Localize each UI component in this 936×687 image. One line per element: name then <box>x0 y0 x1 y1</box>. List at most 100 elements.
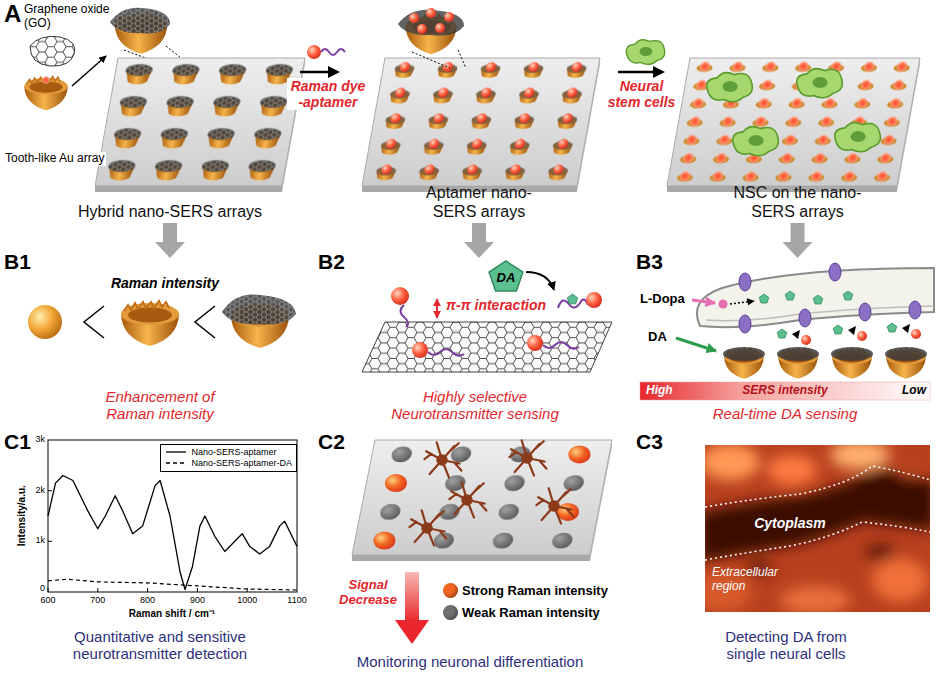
neuron <box>536 488 573 523</box>
panel-letter: B3 <box>636 250 663 274</box>
zoom-aptamer-cup <box>398 8 464 54</box>
axis-tick: 600 <box>40 596 55 606</box>
plate-top <box>95 58 305 186</box>
transporter <box>739 315 751 333</box>
assembly-arrow <box>72 56 106 86</box>
legend-line-sample <box>166 452 186 453</box>
aptamer-strand <box>321 49 345 55</box>
transporter <box>829 263 841 281</box>
inset-label: Graphene oxide (GO) <box>24 3 119 31</box>
graphene-sheet <box>362 322 612 372</box>
edge-label: Raman dye -aptamer <box>287 78 369 110</box>
dye-dot-grid <box>667 58 920 186</box>
panel-letter: C3 <box>636 430 663 454</box>
raman-dye <box>417 24 427 34</box>
raman-dye <box>586 292 602 308</box>
panel-caption: Aptamer nano-SERS arrays <box>408 184 550 221</box>
dopamine <box>833 325 843 334</box>
axis-tick: 900 <box>190 596 205 606</box>
step-arrow <box>791 223 805 242</box>
hot-spot <box>780 586 850 612</box>
au-cup-icon <box>24 77 68 111</box>
neuron <box>509 440 546 475</box>
scale-label: SERS intensity <box>742 384 827 398</box>
result-panel: Monitoring neuronal differentiation <box>320 432 620 672</box>
panel-letter: B2 <box>318 250 345 274</box>
raman-dye <box>435 23 445 33</box>
panel-caption: Highly selective Neurotransmitter sensin… <box>378 388 573 423</box>
array-panel: NSC on the nano-SERS arrays <box>665 55 930 223</box>
legend-text: Nano-SERS-aptamer <box>191 447 276 458</box>
hot-spot <box>830 445 890 469</box>
process-arrow <box>300 71 328 74</box>
step-arrow <box>163 223 177 242</box>
graphene-mesh <box>362 322 612 372</box>
panel-letter: B1 <box>4 250 31 274</box>
less-than-sign <box>195 306 215 338</box>
annotation: π-π interaction <box>446 297 546 313</box>
raman-dye <box>444 12 454 22</box>
scale-label: Low <box>902 384 926 398</box>
stem-cell <box>733 127 779 156</box>
binding-arrow <box>526 272 554 290</box>
axis-tick: 1000 <box>237 596 257 606</box>
conversion-arrow <box>730 301 754 304</box>
panel-caption: Monitoring neuronal differentiation <box>357 653 584 670</box>
panel-caption: Quantitative and sensitive neurotransmit… <box>53 628 268 663</box>
plate-edge <box>352 555 590 561</box>
hot-spot <box>767 455 817 485</box>
signal-name: L-Dopa <box>640 292 685 307</box>
legend-text: Strong Raman intensity <box>462 583 608 598</box>
go-cap-mesh <box>110 8 170 34</box>
axis-tick: 800 <box>140 596 155 606</box>
legend-row: Nano-SERS-aptamer-DA <box>165 458 292 469</box>
axis-title: Intensity/a.u. <box>16 485 28 546</box>
stem-cell <box>707 73 753 102</box>
raman-dye <box>391 287 409 305</box>
dopamine <box>887 323 897 332</box>
cold-spot <box>865 543 895 561</box>
legend-line <box>165 459 187 467</box>
raman-dye <box>527 335 543 351</box>
aptamer-tip <box>902 324 910 333</box>
hot-spot <box>872 558 928 602</box>
strong-spot <box>373 532 395 550</box>
scale-label: High <box>646 384 673 398</box>
panel-caption: Enhancement of Raman intensity <box>98 388 223 423</box>
raman-dye <box>409 13 419 23</box>
zoom-leader <box>412 50 466 68</box>
legend-text: Weak Raman intensity <box>462 605 600 620</box>
aptamer-tip <box>792 330 800 339</box>
bound-dopamine <box>567 294 577 304</box>
cytoplasm-band <box>705 468 930 562</box>
process-arrow <box>618 71 653 74</box>
legend-line-sample <box>166 463 186 464</box>
inset-label: Tooth-like Au array <box>3 152 106 166</box>
aptamer-strand <box>428 349 464 356</box>
panel-caption: Real-time DA sensing <box>713 405 858 422</box>
aptamer-strand <box>401 305 409 327</box>
hybrid-array-plate <box>95 58 305 192</box>
panel-caption: Detecting DA from single neural cells <box>711 628 861 663</box>
decrease-arrow-head <box>395 620 429 644</box>
map-texture <box>705 445 930 612</box>
raman-dye <box>801 335 811 345</box>
neural-stem-cell-icon <box>626 40 665 65</box>
legend-row: Strong Raman intensity <box>443 583 608 598</box>
legend-text: Nano-SERS-aptamer-DA <box>191 458 292 469</box>
l-dopa-arrow <box>692 300 715 303</box>
nsc-array-plate <box>667 58 920 192</box>
pi-stacking-arrow <box>436 299 438 318</box>
transporter <box>909 301 921 319</box>
panel-letter: C1 <box>4 430 31 454</box>
cell-sensing <box>640 263 934 400</box>
go-sheet <box>30 36 75 66</box>
step-arrow <box>472 223 486 242</box>
legend-swatch <box>443 583 458 598</box>
go-cap <box>723 347 765 361</box>
plate-top <box>352 440 612 555</box>
dopamine <box>785 291 795 300</box>
aptamer-cup-grid <box>362 58 600 186</box>
